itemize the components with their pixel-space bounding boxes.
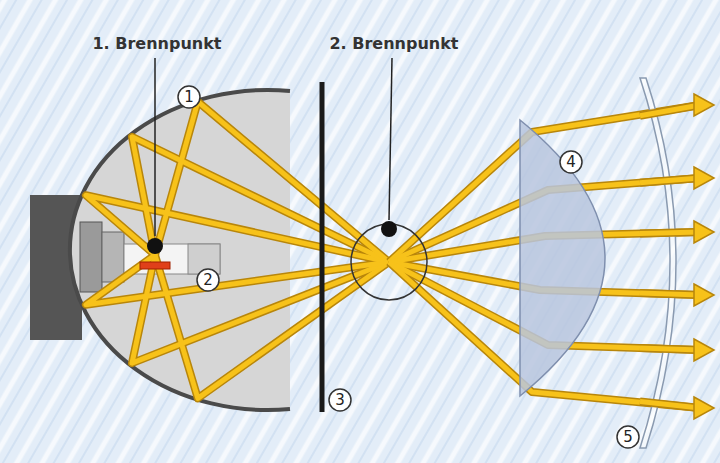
light-ray <box>132 255 389 363</box>
leader-line <box>154 58 156 236</box>
cover-glass <box>640 78 676 448</box>
callout-number: 1 <box>178 86 200 108</box>
light-ray <box>640 293 700 295</box>
callout-circle <box>329 389 351 411</box>
focus-dot <box>381 221 397 237</box>
lens <box>520 120 605 396</box>
callout-number: 2 <box>197 269 219 291</box>
light-ray <box>86 255 389 305</box>
light-ray <box>640 402 700 408</box>
light-ray <box>86 195 389 262</box>
light-ray <box>640 178 700 183</box>
callout-circle <box>560 151 582 173</box>
callout-circle <box>617 426 639 448</box>
callout-circle <box>178 86 200 108</box>
light-ray <box>640 402 700 408</box>
light-ray <box>640 232 700 234</box>
light-ray <box>640 293 700 295</box>
light-ray <box>640 105 700 116</box>
leader-line <box>389 58 392 220</box>
socket <box>80 222 102 292</box>
arrow-head <box>694 339 714 361</box>
reflector-interior <box>70 90 290 410</box>
focus-dot <box>147 238 163 254</box>
arrow-head <box>694 221 714 243</box>
arrow-head <box>694 397 714 419</box>
light-ray <box>640 232 700 234</box>
arrow-head <box>694 167 714 189</box>
light-ray <box>640 105 700 116</box>
arrow-head <box>694 94 714 116</box>
callout-number: 5 <box>617 426 639 448</box>
light-ray <box>640 348 700 350</box>
reflector <box>70 90 290 410</box>
focus-label: 1. Brennpunkt <box>92 34 221 53</box>
light-ray <box>155 102 389 262</box>
light-ray <box>640 178 700 183</box>
callout-number: 4 <box>560 151 582 173</box>
arrow-head <box>694 284 714 306</box>
light-ray <box>640 348 700 350</box>
callout-number: 3 <box>329 389 351 411</box>
callout-circle <box>197 269 219 291</box>
shield <box>320 82 325 412</box>
socket <box>102 232 124 282</box>
focus-label: 2. Brennpunkt <box>329 34 458 53</box>
filament <box>140 262 170 269</box>
